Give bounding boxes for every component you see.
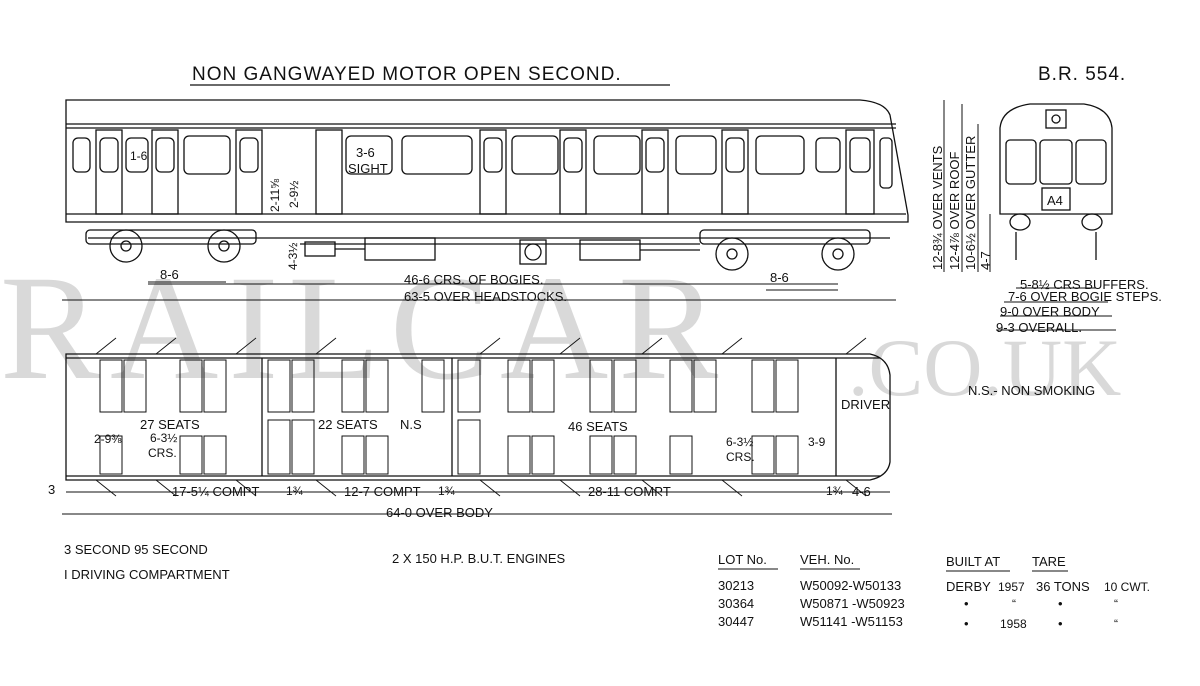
gap-2: 1¾	[438, 484, 456, 498]
height-over-gutter: 10-6½ OVER GUTTER	[963, 136, 978, 270]
header-tare: TARE	[1032, 554, 1066, 569]
end-profile	[999, 103, 1113, 215]
engines-note: 2 X 150 H.P. B.U.T. ENGINES	[392, 551, 565, 566]
seat-bays	[99, 359, 799, 475]
width-over-bogie-steps: 7-6 OVER BOGIE STEPS.	[1008, 289, 1162, 304]
bogie-left	[85, 229, 257, 263]
side-elevation	[65, 99, 909, 271]
lot-table: LOT No. VEH. No. BUILT AT TARE 30213 W50…	[718, 552, 1150, 631]
row-tons: •	[1058, 596, 1063, 611]
gap-1: 1¾	[286, 484, 304, 498]
row-built: DERBY	[946, 579, 991, 594]
row-tons: •	[1058, 616, 1063, 631]
diagram-number: B.R. 554.	[1038, 64, 1126, 85]
dim-bogie-wheelbase-left: 8-6	[160, 267, 179, 282]
seats-compartment-2: 22 SEATS	[318, 417, 378, 432]
row-veh: W50092-W50133	[800, 578, 901, 593]
height-over-vents: 12-8¾ OVER VENTS	[930, 145, 945, 270]
row-year: “	[1012, 597, 1016, 611]
dim-end-3: 3	[48, 482, 55, 497]
width-crs-buffers: 5-8½ CRS BUFFERS.	[1020, 277, 1149, 292]
dim-4-6: 4-6	[852, 484, 871, 499]
row-lot: 30364	[718, 596, 754, 611]
dim-over-body: 64-0 OVER BODY	[386, 505, 493, 520]
plan-outline	[65, 353, 891, 481]
dim-window-height: 2-11⅝	[268, 178, 282, 212]
window-label-left: 1-6	[130, 149, 148, 163]
height-over-roof: 12-4⅞ OVER ROOF	[947, 151, 962, 270]
body-doors	[95, 129, 875, 215]
dim-bogie-centres: 46-6 CRS. OF BOGIES.	[404, 272, 543, 287]
dim-window-lower: 2-9½	[287, 181, 301, 208]
dim-floor-height: 4-3½	[286, 243, 300, 270]
row-cwt: 10 CWT.	[1104, 580, 1150, 594]
row-built: •	[964, 596, 969, 611]
compt-1-length: 17-5¼ COMPT	[172, 484, 259, 499]
header-lot-no: LOT No.	[718, 552, 767, 567]
bogie-right	[699, 229, 871, 271]
width-overall: 9-3 OVERALL.	[996, 320, 1082, 335]
end-width-dimensions	[996, 287, 1116, 331]
row-year: 1958	[1000, 617, 1027, 631]
table-row: 30447 W51141 -W51153 • 1958 • “	[718, 614, 1118, 631]
dim-6-3-left: 6-3½	[150, 431, 177, 445]
height-floor: 4-7	[978, 251, 993, 270]
watermark-suffix: .CO.UK	[848, 322, 1121, 413]
diagram-title: NON GANGWAYED MOTOR OPEN SECOND.	[192, 64, 622, 85]
end-elevation	[999, 103, 1113, 260]
table-row: 30213 W50092-W50133 DERBY 1957 36 TONS 1…	[718, 578, 1150, 594]
row-veh: W50871 -W50923	[800, 596, 905, 611]
accommodation-line-2: I DRIVING COMPARTMENT	[64, 567, 230, 582]
compt-3-length: 28-11 COMPT	[588, 484, 671, 499]
window-label-sight: SIGHT	[348, 161, 388, 176]
body-outline	[65, 99, 909, 223]
row-veh: W51141 -W51153	[800, 614, 903, 629]
header-veh-no: VEH. No.	[800, 552, 854, 567]
crs-right: CRS.	[726, 450, 755, 464]
watermark-main: RAILCAR	[0, 245, 728, 411]
window-label-sight-size: 3-6	[356, 145, 375, 160]
seats-compartment-1: 27 SEATS	[140, 417, 200, 432]
dim-bogie-wheelbase-right: 8-6	[770, 270, 789, 285]
body-windows	[72, 135, 893, 189]
dim-2-9: 2-9⅜	[94, 432, 122, 446]
dim-over-headstocks: 63-5 OVER HEADSTOCKS.	[404, 289, 567, 304]
row-cwt: “	[1114, 617, 1118, 631]
crs-left: CRS.	[148, 446, 177, 460]
accommodation-line-1: 3 SECOND 95 SECOND	[64, 542, 208, 557]
non-smoking-legend: N.S.- NON SMOKING	[968, 383, 1095, 398]
header-built-at: BUILT AT	[946, 554, 1000, 569]
watermark: RAILCAR .CO.UK	[0, 245, 1121, 413]
plan-door-swings	[95, 337, 867, 497]
row-cwt: “	[1114, 597, 1118, 611]
dim-6-3-right: 6-3½	[726, 435, 753, 449]
end-height-dimensions	[943, 100, 991, 272]
row-year: 1957	[998, 580, 1025, 594]
plan-dimension-lines	[62, 491, 892, 515]
non-smoking-mark: N.S	[400, 417, 422, 432]
seats-compartment-3: 46 SEATS	[568, 419, 628, 434]
row-lot: 30213	[718, 578, 754, 593]
table-row: 30364 W50871 -W50923 • “ • “	[718, 596, 1118, 611]
engine-transmission	[304, 237, 700, 265]
side-dimension-lines	[62, 281, 896, 301]
width-over-body: 9-0 OVER BODY	[1000, 304, 1100, 319]
driver-cab-label: DRIVER	[841, 397, 890, 412]
dim-3-9: 3-9	[808, 435, 826, 449]
row-tons: 36 TONS	[1036, 579, 1090, 594]
compt-2-length: 12-7 COMPT	[344, 484, 421, 499]
row-lot: 30447	[718, 614, 754, 629]
row-built: •	[964, 616, 969, 631]
plan-view	[65, 353, 891, 481]
gap-3: 1¾	[826, 484, 844, 498]
headcode-display: A4	[1047, 193, 1063, 208]
